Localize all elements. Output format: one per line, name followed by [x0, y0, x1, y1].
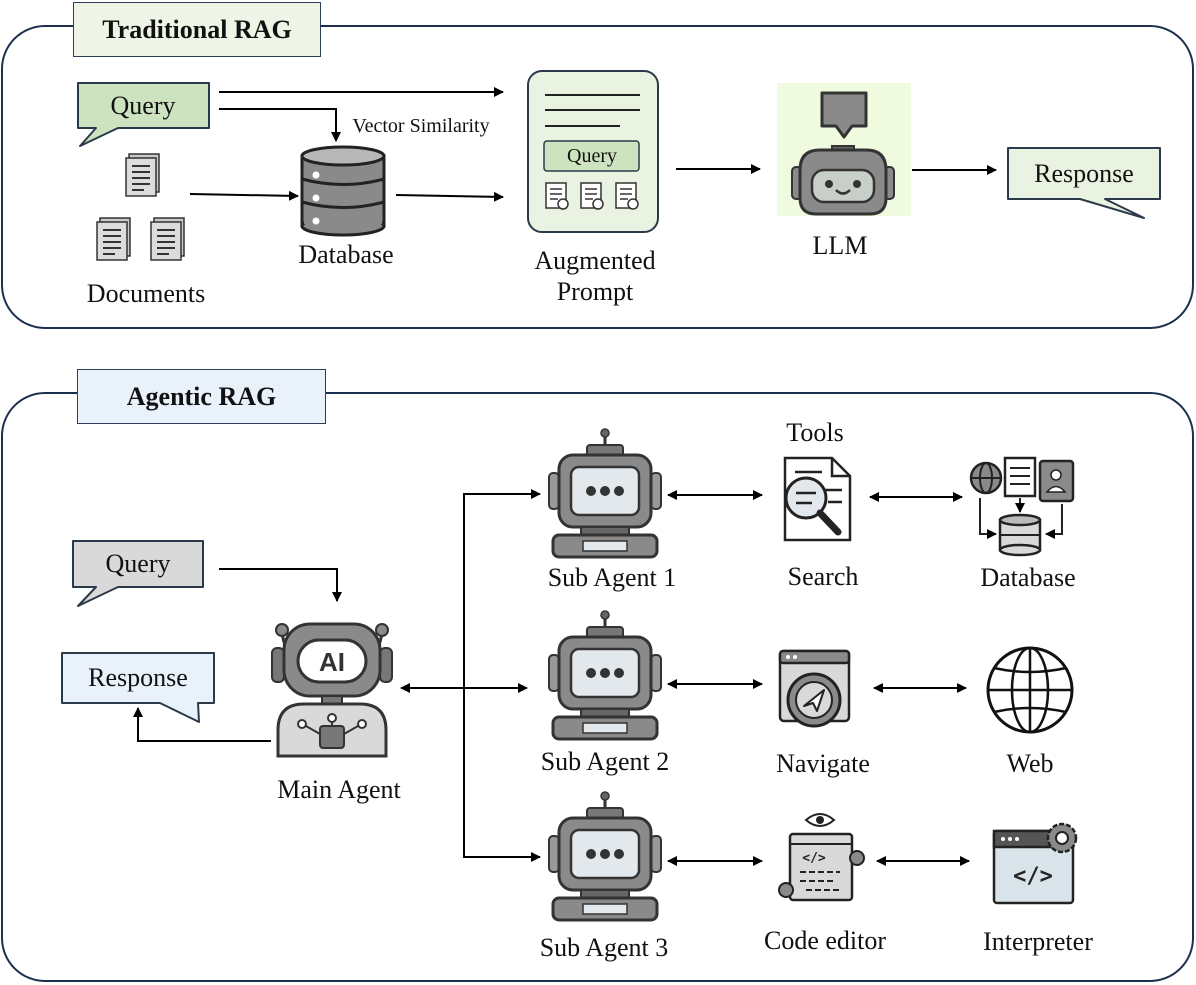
document-icon	[96, 217, 131, 261]
traditional-arrows	[189, 87, 997, 202]
navigate-icon	[778, 649, 851, 728]
trad-database-label: Database	[298, 240, 394, 269]
database-icon	[300, 145, 386, 237]
prompt-query-label: Query	[567, 145, 617, 167]
agentic-query-label: Query	[105, 549, 171, 578]
search-label: Search	[787, 562, 859, 591]
svg-text:</>: </>	[1013, 864, 1053, 889]
agentic-query-bubble	[72, 540, 204, 607]
document-icon	[150, 217, 185, 261]
sub-agent-3-label: Sub Agent 3	[539, 933, 669, 962]
svg-text:AI: AI	[319, 647, 345, 677]
tools-heading: Tools	[786, 418, 844, 447]
code-editor-icon: </>	[778, 813, 865, 902]
document-icon	[125, 153, 160, 197]
navigate-label: Navigate	[776, 749, 870, 778]
database-sources-icon	[969, 456, 1075, 557]
vector-similarity-label: Vector Similarity	[352, 115, 490, 137]
sub-agent-2-robot-icon	[547, 609, 663, 741]
main-agent-label: Main Agent	[277, 775, 401, 804]
augmented-prompt-label-line1: Augmented	[534, 246, 656, 275]
code-editor-label: Code editor	[763, 926, 887, 955]
globe-icon	[986, 646, 1074, 734]
response-bubble	[1007, 147, 1161, 219]
agentic-database-label: Database	[980, 563, 1076, 592]
llm-label: LLM	[812, 231, 868, 260]
sub-agent-2-label: Sub Agent 2	[540, 747, 670, 776]
interpreter-icon: </>	[992, 822, 1078, 905]
agentic-response-bubble	[61, 652, 215, 723]
web-label: Web	[1006, 749, 1054, 778]
trad-response-label: Response	[1034, 159, 1134, 188]
augmented-prompt-card	[527, 70, 659, 233]
svg-text:</>: </>	[802, 851, 826, 866]
query-bubble	[77, 82, 210, 147]
llm-robot-icon	[777, 83, 911, 216]
interpreter-label: Interpreter	[983, 927, 1093, 956]
trad-query-label: Query	[110, 91, 176, 120]
sub-agent-1-robot-icon	[547, 427, 663, 559]
documents-label: Documents	[86, 279, 206, 308]
sub-agent-3-robot-icon	[547, 790, 663, 922]
agentic-arrows	[133, 489, 970, 866]
agentic-response-label: Response	[88, 663, 188, 692]
sub-agent-1-label: Sub Agent 1	[547, 563, 677, 592]
main-agent-robot-icon: AI	[271, 622, 393, 758]
agentic-rag-title: Agentic RAG	[77, 369, 326, 424]
search-icon	[783, 456, 852, 542]
augmented-prompt-label-line2: Prompt	[556, 277, 634, 306]
traditional-rag-title: Traditional RAG	[73, 2, 321, 57]
